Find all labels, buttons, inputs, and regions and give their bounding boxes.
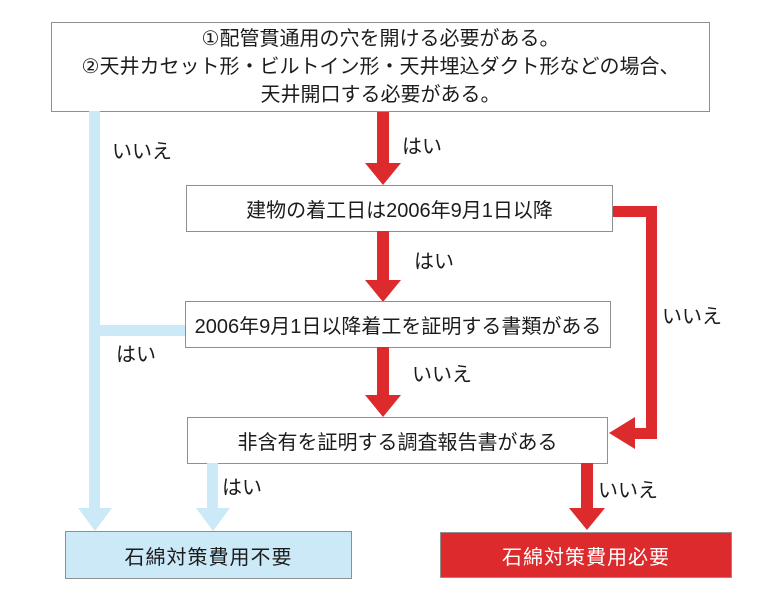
connector-no-from-start-line <box>89 111 100 509</box>
connector-no-d1-to-d3-top <box>613 206 657 217</box>
edge-label-yes-d2-to-nocost: はい <box>116 344 156 366</box>
edge-label-no-d3-to-cost: いいえ <box>598 480 658 502</box>
connector-no-d1-to-d3-bottom <box>634 428 657 439</box>
result-box-asbestos-cost-required: 石綿対策費用必要 <box>440 532 732 578</box>
decision-box-survey-report: 非含有を証明する調査報告書がある <box>187 417 608 464</box>
decision-box-label: 2006年9月1日以降着工を証明する書類がある <box>194 316 602 338</box>
start-box-line-2: ②天井カセット形・ビルトイン形・天井埋込ダクト形などの場合、 <box>81 56 680 78</box>
arrow-yes-d3-to-nocost-shaft <box>207 463 218 509</box>
arrow-down-icon <box>365 280 401 302</box>
arrow-down-icon <box>78 508 112 531</box>
edge-label-no-d1-to-d3: いいえ <box>662 306 722 328</box>
result-box-label: 石綿対策費用必要 <box>502 546 670 569</box>
edge-label-yes-d1-to-d2: はい <box>414 251 454 273</box>
result-box-no-asbestos-cost: 石綿対策費用不要 <box>65 531 352 579</box>
start-box: ①配管貫通用の穴を開ける必要がある。 ②天井カセット形・ビルトイン形・天井埋込ダ… <box>51 22 710 112</box>
arrow-down-icon <box>365 395 401 417</box>
decision-box-proof-documents: 2006年9月1日以降着工を証明する書類がある <box>185 301 611 348</box>
connector-yes-from-d2-line <box>89 325 186 336</box>
edge-label-no-d2-to-d3: いいえ <box>412 364 472 386</box>
arrow-left-icon <box>609 417 635 449</box>
edge-label-no-from-start: いいえ <box>112 141 172 163</box>
edge-label-yes-d3-to-nocost: はい <box>222 477 262 499</box>
edge-label-yes-start-to-d1: はい <box>402 136 442 158</box>
start-box-line-3: 天井開口する必要がある。 <box>260 84 501 106</box>
arrow-yes-d1-to-d2-shaft <box>377 231 389 281</box>
arrow-down-icon <box>569 508 605 530</box>
arrow-yes-start-to-d1-shaft <box>377 112 389 164</box>
result-box-label: 石綿対策費用不要 <box>124 546 293 569</box>
start-box-line-1: ①配管貫通用の穴を開ける必要がある。 <box>201 28 560 50</box>
arrow-down-icon <box>196 508 230 531</box>
arrow-no-d2-to-d3-shaft <box>377 347 389 396</box>
decision-box-label: 建物の着工日は2006年9月1日以降 <box>246 200 553 222</box>
arrow-no-d3-to-cost-shaft <box>581 463 593 509</box>
arrow-down-icon <box>365 163 401 185</box>
decision-box-construction-date: 建物の着工日は2006年9月1日以降 <box>186 185 613 232</box>
connector-no-d1-to-d3-vertical <box>646 206 657 434</box>
decision-box-label: 非含有を証明する調査報告書がある <box>237 432 558 454</box>
